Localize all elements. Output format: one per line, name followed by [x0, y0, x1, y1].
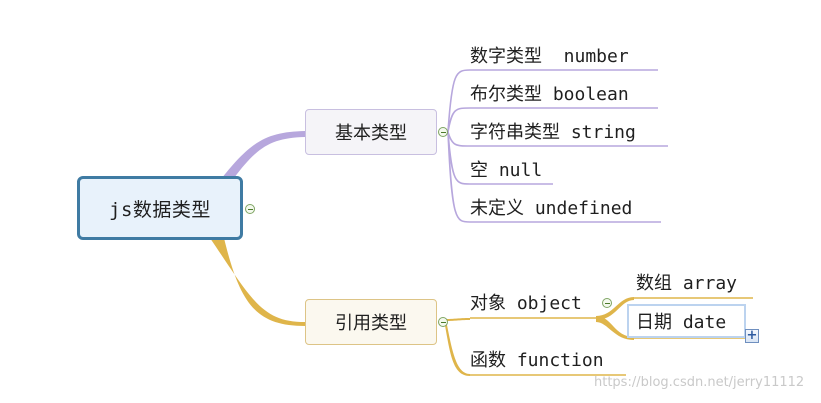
expand-plus-icon[interactable]: + — [745, 328, 759, 343]
collapse-minus-icon[interactable] — [438, 317, 448, 327]
leaf-undefined-label[interactable]: 未定义 undefined — [470, 198, 633, 219]
leaf-array-label[interactable]: 数组 array — [636, 273, 738, 294]
leaf-string-label[interactable]: 字符串类型 string — [470, 122, 636, 143]
leaf-null-label[interactable]: 空 null — [470, 160, 543, 181]
connectors-object-underlines — [634, 297, 753, 339]
connectors-ref-leaves — [444, 318, 470, 376]
watermark: https://blog.csdn.net/jerry11112 — [594, 375, 805, 390]
connectors-ref-underlines — [470, 317, 626, 376]
root-topic-label: js数据类型 — [109, 198, 211, 221]
leaf-function-label[interactable]: 函数 function — [470, 350, 604, 371]
branch-basic-types-label: 基本类型 — [335, 123, 407, 144]
collapse-minus-icon[interactable] — [245, 204, 255, 214]
connector-root-basic — [222, 131, 305, 178]
leaf-number-label[interactable]: 数字类型 number — [470, 46, 629, 67]
leaf-boolean-label[interactable]: 布尔类型 boolean — [470, 84, 629, 105]
leaf-object-label[interactable]: 对象 object — [470, 293, 582, 314]
leaf-date-label[interactable]: 日期 date — [636, 312, 727, 333]
root-topic[interactable]: js数据类型 — [77, 176, 243, 240]
connectors-basic-leaves — [447, 69, 668, 223]
connector-root-ref — [210, 238, 305, 326]
branch-basic-types[interactable]: 基本类型 — [305, 109, 437, 155]
selected-topic-highlight — [627, 304, 746, 338]
branch-reference-types[interactable]: 引用类型 — [305, 299, 437, 345]
collapse-minus-icon[interactable] — [438, 127, 448, 137]
collapse-minus-icon[interactable] — [602, 298, 612, 308]
connectors-object-leaves — [596, 297, 634, 340]
branch-reference-types-label: 引用类型 — [335, 313, 407, 334]
